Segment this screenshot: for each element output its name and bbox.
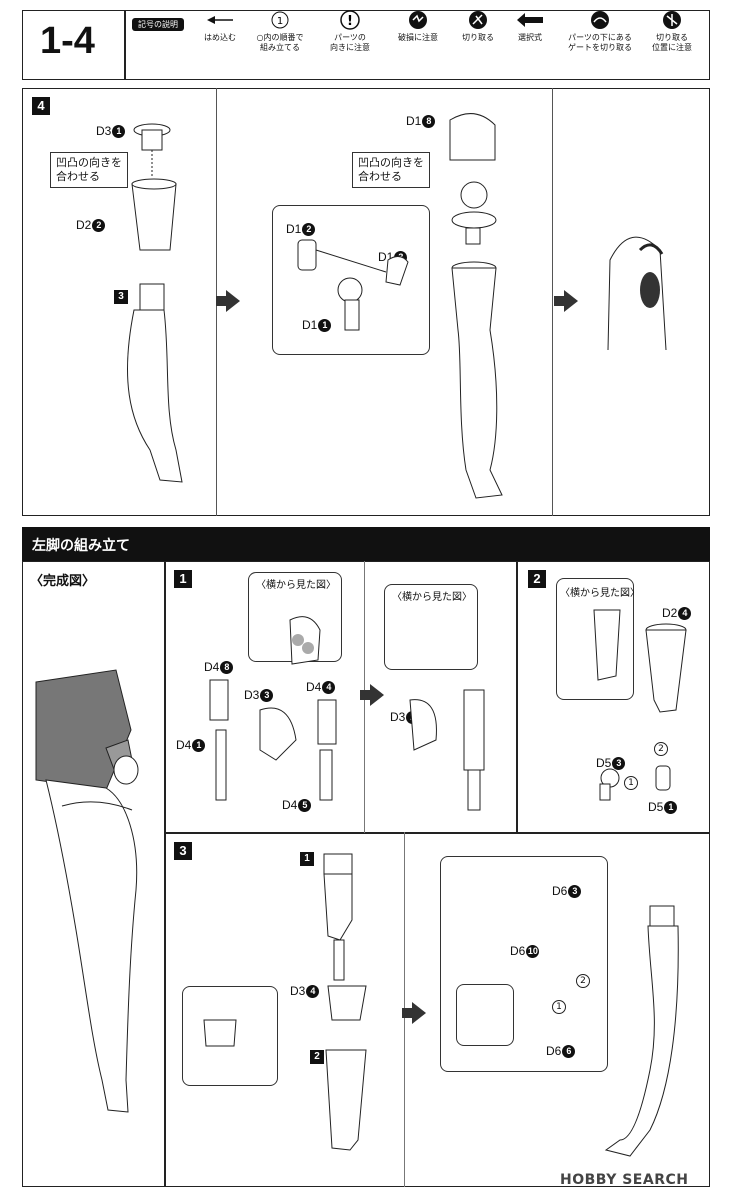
side-view-label: 〈横から見た図〉: [560, 588, 640, 599]
step3-parts-diagram: [203, 853, 367, 1151]
arrow-left-icon: [207, 16, 233, 24]
flow-arrow-right: [216, 290, 240, 312]
legend-item: パーツの下にある ゲートを切り取る: [562, 10, 638, 53]
header-divider: [124, 10, 126, 80]
assembly-note: 凹凸の向きを 合わせる: [352, 152, 430, 188]
section-divider: [516, 561, 518, 833]
legend-item: 切り取る 位置に注意: [640, 10, 704, 53]
legend-title: 記号の説明: [132, 18, 184, 31]
watermark: HOBBY SEARCH: [560, 1172, 689, 1188]
side-view-label: 〈横から見た図〉: [392, 592, 472, 603]
assembly-note: 凹凸の向きを 合わせる: [50, 152, 128, 188]
order-badge: 2: [654, 742, 668, 756]
complete-leg-figure: [35, 669, 139, 1113]
flow-arrow-right: [402, 1002, 426, 1024]
ref-step-badge: 3: [114, 290, 128, 304]
flow-arrow-right: [360, 684, 384, 706]
order-badge: 1: [624, 776, 638, 790]
svg-text:!: !: [347, 14, 353, 29]
left-leg-box: [22, 561, 710, 1187]
section-divider: [164, 832, 710, 834]
section-divider: [164, 561, 166, 1187]
header-box: [22, 10, 710, 80]
section-title: 左脚の組み立て: [32, 538, 130, 554]
ref-step-badge: 1: [300, 852, 314, 866]
legend-item: はめ込む: [188, 10, 252, 43]
legend-item: 破損に注意: [386, 10, 450, 43]
legend-item: 選択式: [498, 10, 562, 43]
step-number: 3: [174, 842, 192, 860]
flow-arrow-right: [554, 290, 578, 312]
leg-diagram-left: [126, 123, 183, 483]
step-number: 4: [32, 97, 50, 115]
leg-diagram-step3-right: [604, 905, 679, 1157]
order-badge: 1: [552, 1000, 566, 1014]
cut-position-icon: [663, 11, 681, 29]
step-code: 1-4: [40, 20, 95, 62]
exclamation-icon: !: [340, 10, 360, 30]
section-title-bar: [22, 527, 710, 561]
step-number: 2: [528, 570, 546, 588]
gate-cut-icon: [591, 11, 609, 29]
circle-number-icon: 1: [271, 11, 289, 29]
ref-step-badge: 2: [310, 1050, 324, 1064]
side-view-label: 〈横から見た図〉: [256, 580, 336, 591]
legend-item: ! パーツの 向きに注意: [318, 10, 382, 53]
step-number: 1: [174, 570, 192, 588]
choice-callout: [456, 984, 514, 1046]
legend-item: 1 ○内の順番で 組み立てる: [248, 10, 312, 53]
choice-arrow-icon: [517, 13, 543, 27]
leg-diagram-mid: [297, 113, 503, 499]
order-badge: 2: [576, 974, 590, 988]
damage-icon: [409, 11, 427, 29]
legend-item: 切り取る: [446, 10, 510, 43]
svg-text:1: 1: [277, 16, 283, 27]
step1-parts-diagram: [209, 616, 485, 811]
section4-box: [22, 88, 710, 516]
side-view-callout: [384, 584, 478, 670]
complete-label: 〈完成図〉: [30, 574, 96, 589]
step2-parts-diagram: [593, 609, 687, 801]
leg-detail-right: [607, 236, 667, 351]
side-view-callout: [556, 578, 634, 700]
cut-icon: [469, 11, 487, 29]
section-divider: [552, 88, 553, 516]
